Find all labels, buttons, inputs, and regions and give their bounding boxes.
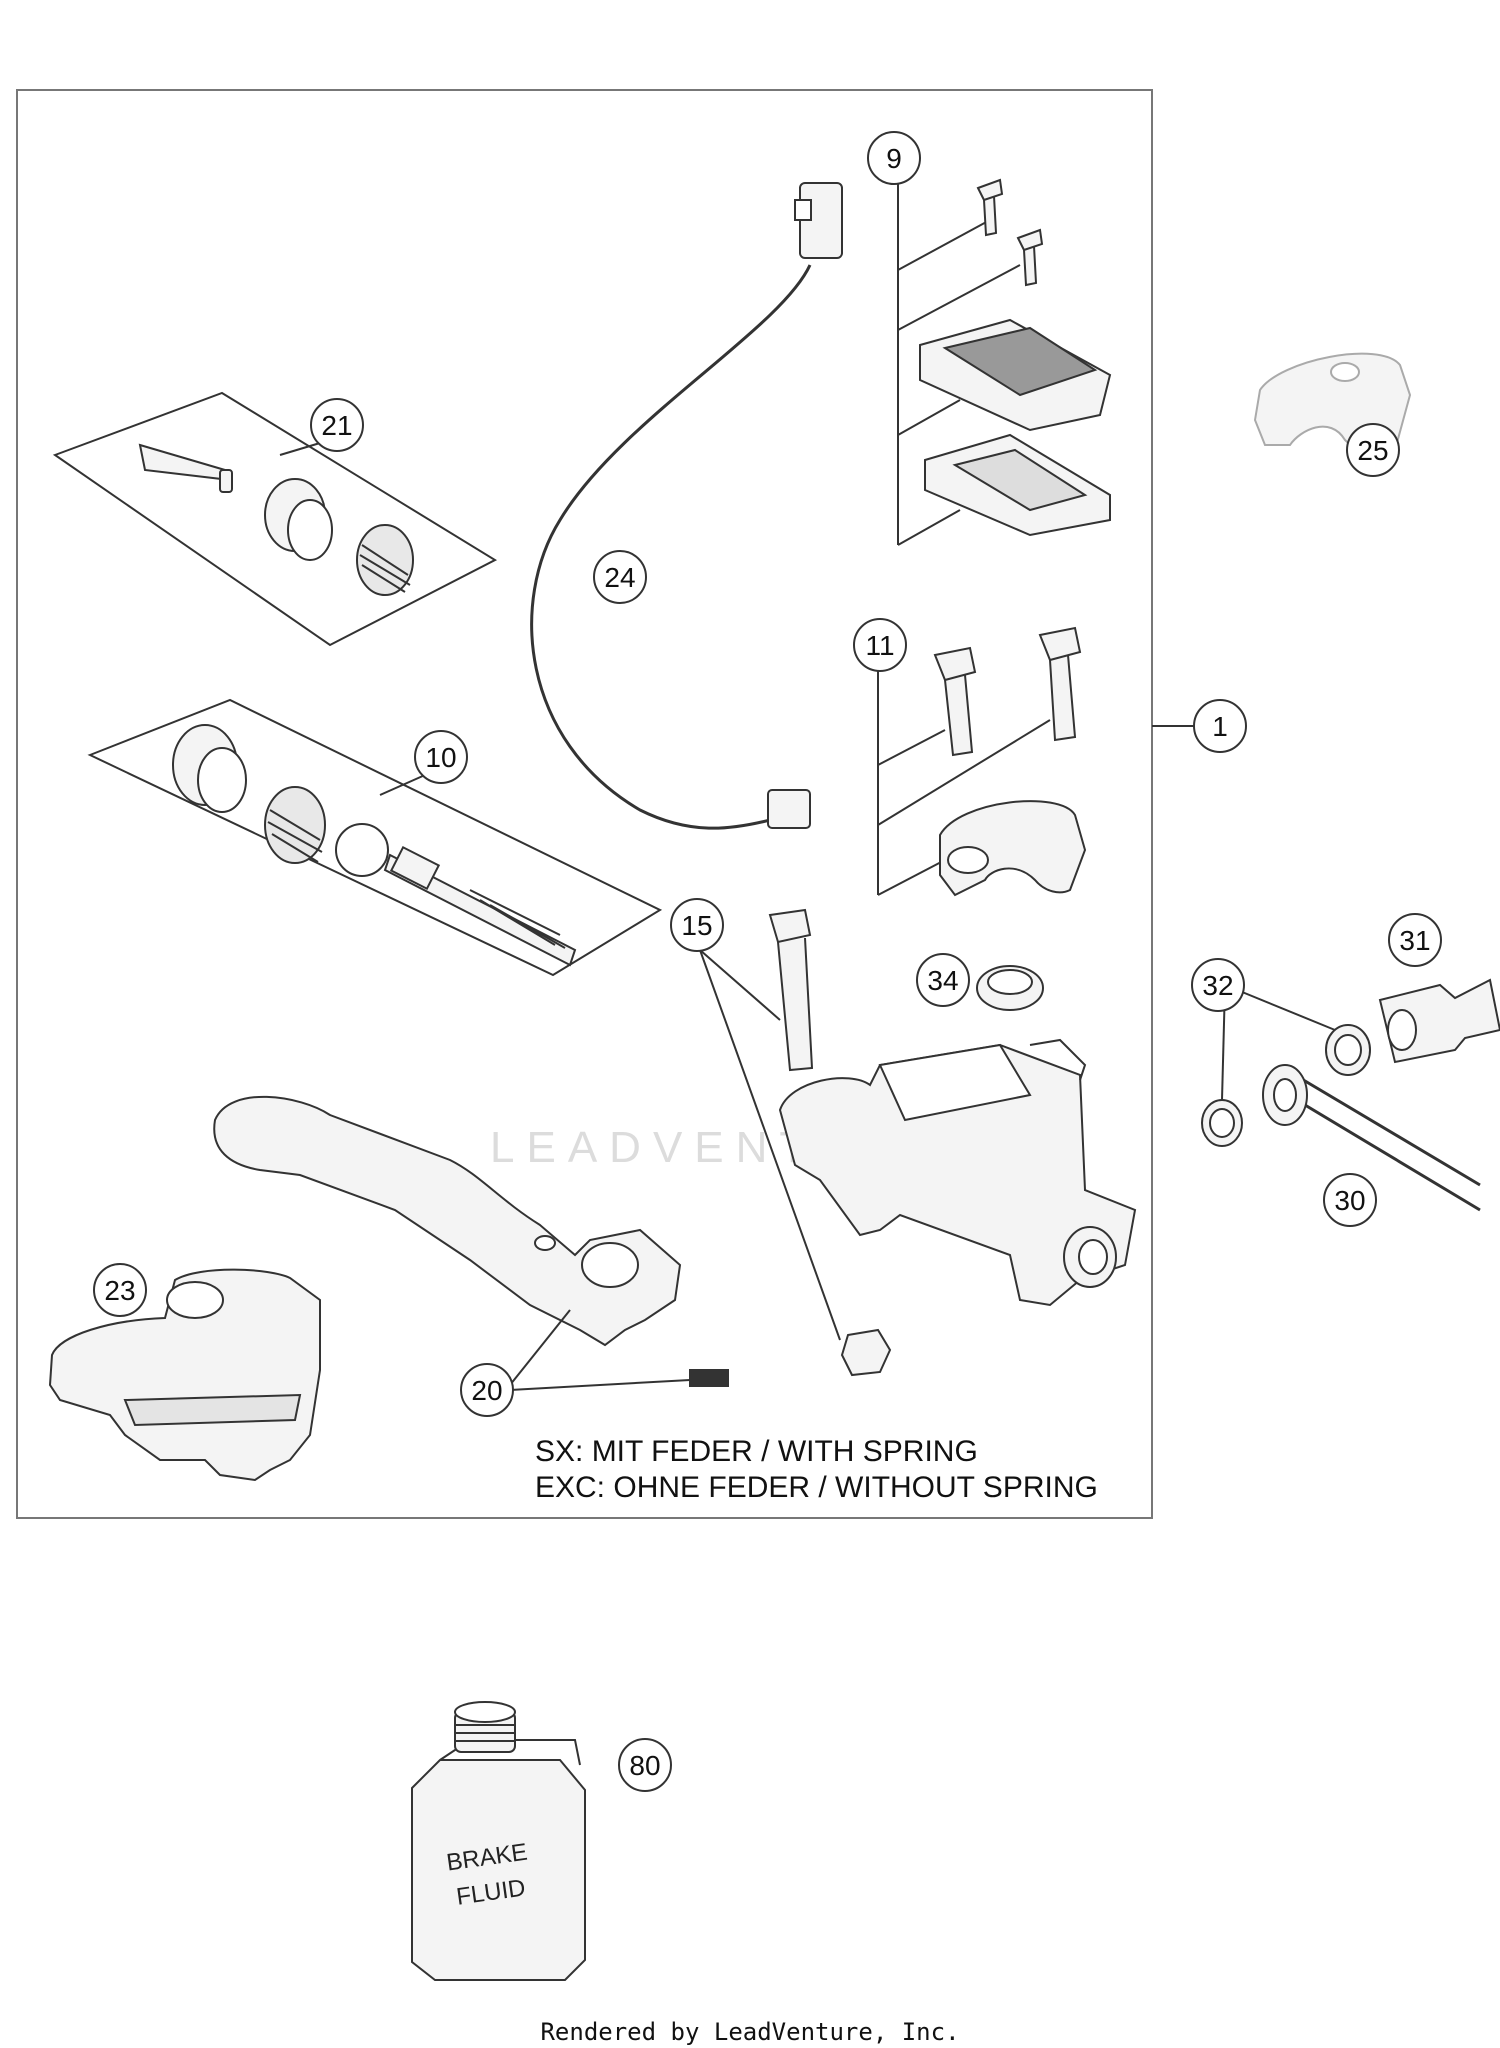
svg-text:21: 21 [321, 410, 352, 441]
callout-24: 24 [593, 550, 647, 604]
callout-34: 34 [916, 953, 970, 1007]
screw-9a [976, 178, 1004, 237]
callout-21: 21 [310, 398, 364, 452]
svg-text:10: 10 [425, 742, 456, 773]
nut-15 [840, 1328, 892, 1377]
cable-24 [530, 264, 812, 830]
svg-text:23: 23 [104, 1275, 135, 1306]
footer-credit: Rendered by LeadVenture, Inc. [540, 2018, 960, 2046]
svg-text:9: 9 [886, 143, 902, 174]
kit-21-parts [138, 443, 414, 596]
guard-23 [48, 1268, 321, 1482]
bolt-11a [933, 646, 977, 757]
callout-9: 9 [867, 131, 921, 185]
callout-32: 32 [1191, 958, 1245, 1012]
callout-15: 15 [670, 898, 724, 952]
callout-25: 25 [1346, 423, 1400, 477]
lever-20 [213, 1095, 682, 1347]
note-sx: SX: MIT FEDER / WITH SPRING [535, 1435, 978, 1468]
svg-text:24: 24 [604, 562, 635, 593]
callout-1: 1 [1193, 699, 1247, 753]
kit-10-outline [87, 698, 663, 977]
bolt-15 [768, 908, 814, 1072]
svg-text:34: 34 [927, 965, 958, 996]
svg-text:32: 32 [1202, 970, 1233, 1001]
hose-30 [1279, 1076, 1481, 1212]
note-exc: EXC: OHNE FEDER / WITHOUT SPRING [535, 1471, 1098, 1504]
brake-fluid-bottle-80 [411, 1701, 586, 1981]
callout-30: 30 [1323, 1173, 1377, 1227]
svg-text:1: 1 [1212, 711, 1228, 742]
callout-23: 23 [93, 1263, 147, 1317]
svg-text:25: 25 [1357, 435, 1388, 466]
kit-10-parts [172, 724, 577, 967]
callout-11: 11 [853, 618, 907, 672]
callout-10: 10 [414, 730, 468, 784]
callout-31: 31 [1388, 913, 1442, 967]
connector-24 [767, 789, 811, 829]
kit-21-outline [52, 391, 498, 647]
assembly-frame [16, 89, 1153, 1519]
callout-20: 20 [460, 1363, 514, 1417]
svg-text:15: 15 [681, 910, 712, 941]
svg-text:80: 80 [629, 1750, 660, 1781]
callout-80: 80 [618, 1738, 672, 1792]
svg-text:31: 31 [1399, 925, 1430, 956]
svg-text:30: 30 [1334, 1185, 1365, 1216]
spring-20 [689, 1369, 729, 1387]
bolt-11b [1038, 626, 1082, 742]
svg-text:11: 11 [865, 630, 894, 661]
screw-9b [1016, 228, 1044, 287]
svg-text:20: 20 [471, 1375, 502, 1406]
